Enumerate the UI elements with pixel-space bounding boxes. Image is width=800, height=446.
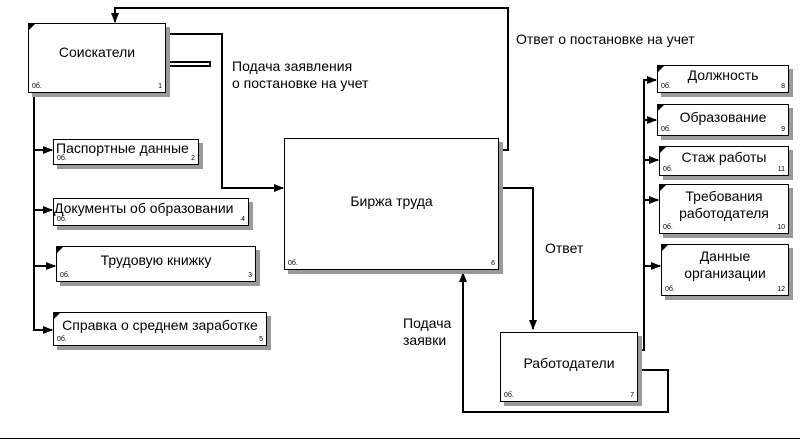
- node-number: 6: [491, 260, 495, 267]
- label-podacha-zayavki-1: Подача: [403, 315, 452, 331]
- node-label: Должность: [687, 67, 759, 83]
- node-trebovaniya[interactable]: Требования работодателя 0б. 10: [659, 184, 789, 234]
- node-spravka[interactable]: Справка о среднем заработке 0б. 5: [53, 312, 267, 346]
- node-label-line2: организации: [684, 265, 766, 281]
- node-ref: 0б.: [288, 260, 298, 267]
- node-number: 9: [781, 126, 785, 133]
- node-label: Паспортные данные: [56, 140, 189, 156]
- node-ref: 0б.: [57, 155, 67, 162]
- node-number: 3: [248, 272, 252, 279]
- node-ref: 0б.: [663, 224, 673, 231]
- node-ref: 0б.: [663, 166, 673, 173]
- node-obrazovanie[interactable]: Образование 0б. 9: [657, 104, 789, 136]
- node-label: Работодатели: [523, 355, 615, 371]
- label-podacha-zayavleniya-2: о постановке на учет: [232, 75, 369, 91]
- node-label: Документы об образовании: [54, 200, 234, 216]
- label-otvet: Ответ: [545, 240, 584, 256]
- node-number: 5: [259, 336, 263, 343]
- node-ref: 0б.: [32, 83, 42, 90]
- node-number: 8: [781, 83, 785, 90]
- node-dolzhnost[interactable]: Должность 0б. 8: [657, 65, 789, 93]
- arrow-otvet-o-postanovke: [111, 7, 509, 151]
- node-label-line1: Данные: [699, 248, 751, 264]
- arrow-podacha-zayavki: [459, 272, 669, 413]
- label-podacha-zayavleniya-1: Подача заявления: [232, 58, 353, 74]
- node-label-line2: работодателя: [679, 205, 769, 221]
- arrow-to-documents: [33, 61, 211, 331]
- node-soiskateli[interactable]: Соискатели 0б. 1: [28, 23, 166, 93]
- node-ref: 0б.: [665, 286, 675, 293]
- node-ref: 0б.: [504, 392, 514, 399]
- node-label-line1: Требования: [685, 188, 763, 204]
- arrow-otvet: [498, 187, 537, 330]
- node-number: 10: [777, 224, 785, 231]
- node-ref: 0б.: [60, 272, 70, 279]
- arrow-to-requirements: [638, 76, 657, 351]
- node-label: Образование: [679, 109, 767, 125]
- arrow-podacha-zayavleniya: [166, 33, 284, 192]
- node-label: Справка о среднем заработке: [62, 317, 258, 333]
- node-label: Трудовую книжку: [100, 252, 212, 268]
- node-ref: 0б.: [661, 83, 671, 90]
- node-ref: 0б.: [661, 126, 671, 133]
- node-dokumenty[interactable]: Документы об образовании 0б. 4: [53, 198, 249, 226]
- node-dannye[interactable]: Данные организации 0б. 12: [661, 244, 789, 296]
- node-number: 12: [777, 286, 785, 293]
- label-podacha-zayavki-2: заявки: [403, 332, 447, 348]
- node-label: Соискатели: [58, 44, 136, 60]
- node-number: 11: [777, 166, 785, 173]
- node-birzha[interactable]: Биржа труда 0б. 6: [284, 138, 499, 270]
- node-rabotodateli[interactable]: Работодатели 0б. 7: [500, 332, 638, 402]
- node-label: Стаж работы: [681, 149, 767, 165]
- node-trudovaya[interactable]: Трудовую книжку 0б. 3: [56, 246, 256, 282]
- node-ref: 0б.: [57, 216, 67, 223]
- node-ref: 0б.: [57, 336, 67, 343]
- label-otvet-o-postanovke: Ответ о постановке на учет: [516, 31, 695, 47]
- node-number: 2: [191, 155, 195, 162]
- node-number: 4: [241, 216, 245, 223]
- node-pasport[interactable]: Паспортные данные 0б. 2: [53, 139, 199, 165]
- node-label: Биржа труда: [350, 193, 433, 209]
- node-stazh[interactable]: Стаж работы 0б. 11: [659, 146, 789, 176]
- node-number: 7: [630, 392, 634, 399]
- node-number: 1: [158, 83, 162, 90]
- footer-strip: [0, 438, 800, 446]
